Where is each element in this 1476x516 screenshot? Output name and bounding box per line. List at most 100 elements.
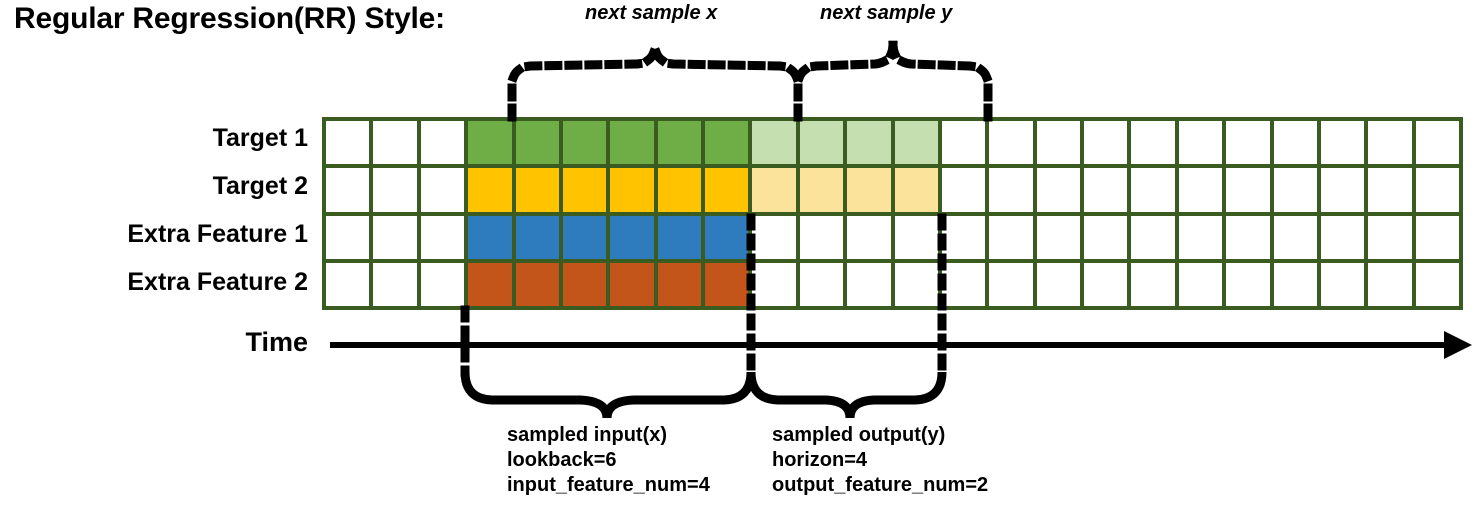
grid-cell bbox=[515, 121, 559, 165]
caption-output-line-3: output_feature_num=2 bbox=[772, 474, 989, 496]
grid-cell bbox=[420, 168, 465, 212]
grid-cell bbox=[657, 262, 701, 306]
grid-cell bbox=[562, 121, 607, 165]
grid-cell bbox=[562, 168, 607, 212]
grid-cell bbox=[1368, 262, 1412, 306]
grid-cell bbox=[420, 121, 465, 165]
grid-cell bbox=[1178, 121, 1223, 165]
next-sample-x-label: next sample x bbox=[585, 2, 718, 24]
grid-cell bbox=[1131, 121, 1175, 165]
grid-cell bbox=[1368, 215, 1412, 259]
grid-cell bbox=[894, 168, 938, 212]
grid-cell bbox=[1226, 262, 1270, 306]
grid-cell bbox=[515, 215, 559, 259]
grid-cell bbox=[1178, 215, 1223, 259]
grid-cell bbox=[1036, 215, 1080, 259]
grid-cell bbox=[799, 262, 844, 306]
grid-cell bbox=[799, 215, 844, 259]
grid-cell bbox=[847, 121, 891, 165]
row-label-target-1: Target 1 bbox=[212, 124, 308, 152]
caption-output-line-1: sampled output(y) bbox=[772, 424, 946, 446]
grid-cell bbox=[515, 168, 559, 212]
caption-input-line-3: input_feature_num=4 bbox=[507, 474, 710, 496]
grid-cell bbox=[1273, 262, 1317, 306]
row-label-extra-feature-1: Extra Feature 1 bbox=[127, 220, 308, 248]
grid-cell bbox=[1273, 168, 1317, 212]
time-axis-line bbox=[330, 342, 1462, 348]
grid-cell bbox=[1415, 121, 1459, 165]
grid-cell bbox=[752, 262, 796, 306]
grid-cell bbox=[1415, 168, 1459, 212]
grid-cell bbox=[941, 121, 986, 165]
grid-cell bbox=[610, 168, 654, 212]
grid-cell bbox=[989, 168, 1033, 212]
grid-cell bbox=[1226, 121, 1270, 165]
grid-cell bbox=[1368, 168, 1412, 212]
grid-cell bbox=[1084, 168, 1128, 212]
grid-cell bbox=[847, 215, 891, 259]
grid-cell bbox=[468, 215, 512, 259]
grid-cell bbox=[1131, 168, 1175, 212]
grid-cell bbox=[989, 215, 1033, 259]
grid-cell bbox=[1415, 215, 1459, 259]
time-arrow-icon bbox=[1444, 331, 1472, 359]
page-title: Regular Regression(RR) Style: bbox=[14, 2, 445, 35]
row-label-target-2: Target 2 bbox=[212, 172, 308, 200]
grid-cell bbox=[752, 215, 796, 259]
next-sample-y-label: next sample y bbox=[820, 2, 953, 24]
grid-cell bbox=[468, 262, 512, 306]
grid-cell bbox=[1320, 262, 1365, 306]
grid-cell bbox=[894, 215, 938, 259]
grid-cell bbox=[610, 121, 654, 165]
grid-cell bbox=[847, 168, 891, 212]
grid-cell bbox=[562, 215, 607, 259]
grid-cell bbox=[657, 121, 701, 165]
grid-cell bbox=[1320, 121, 1365, 165]
caption-sampled-output: sampled output(y) horizon=4 output_featu… bbox=[772, 423, 988, 498]
grid-cell bbox=[1036, 168, 1080, 212]
grid-cell bbox=[989, 262, 1033, 306]
grid-cell bbox=[1415, 262, 1459, 306]
grid-cell bbox=[1320, 168, 1365, 212]
grid-cell bbox=[610, 262, 654, 306]
grid-cell bbox=[1084, 121, 1128, 165]
grid-cell bbox=[1320, 215, 1365, 259]
grid-cell bbox=[657, 168, 701, 212]
grid-cell bbox=[705, 262, 749, 306]
grid-cell bbox=[373, 168, 417, 212]
grid-cell bbox=[1131, 262, 1175, 306]
grid-cell bbox=[705, 121, 749, 165]
grid-cell bbox=[1084, 262, 1128, 306]
grid-cell bbox=[799, 121, 844, 165]
grid-cell bbox=[1273, 121, 1317, 165]
row-label-extra-feature-2: Extra Feature 2 bbox=[127, 268, 308, 296]
grid-cell bbox=[1084, 215, 1128, 259]
grid-cell bbox=[373, 262, 417, 306]
grid-cell bbox=[373, 121, 417, 165]
grid-cell bbox=[799, 168, 844, 212]
grid-cell bbox=[468, 168, 512, 212]
grid-cell bbox=[941, 262, 986, 306]
grid-cell bbox=[894, 121, 938, 165]
top-brace-y-icon bbox=[793, 39, 993, 122]
grid-cell bbox=[1273, 215, 1317, 259]
grid-cell bbox=[752, 168, 796, 212]
grid-cell bbox=[657, 215, 701, 259]
timeseries-grid bbox=[322, 117, 1463, 310]
grid-cell bbox=[894, 262, 938, 306]
grid-cell bbox=[1178, 262, 1223, 306]
grid-cell bbox=[326, 262, 370, 306]
top-brace-x-icon bbox=[507, 39, 803, 122]
grid-cell bbox=[1036, 121, 1080, 165]
grid-cell bbox=[752, 121, 796, 165]
grid-cell bbox=[847, 262, 891, 306]
grid-cell bbox=[1131, 215, 1175, 259]
grid-cell bbox=[326, 121, 370, 165]
grid-cell bbox=[420, 262, 465, 306]
grid-cell bbox=[562, 262, 607, 306]
caption-input-line-1: sampled input(x) bbox=[507, 424, 668, 446]
grid-cell bbox=[1178, 168, 1223, 212]
caption-sampled-input: sampled input(x) lookback=6 input_featur… bbox=[507, 423, 710, 498]
grid-cell bbox=[1226, 168, 1270, 212]
